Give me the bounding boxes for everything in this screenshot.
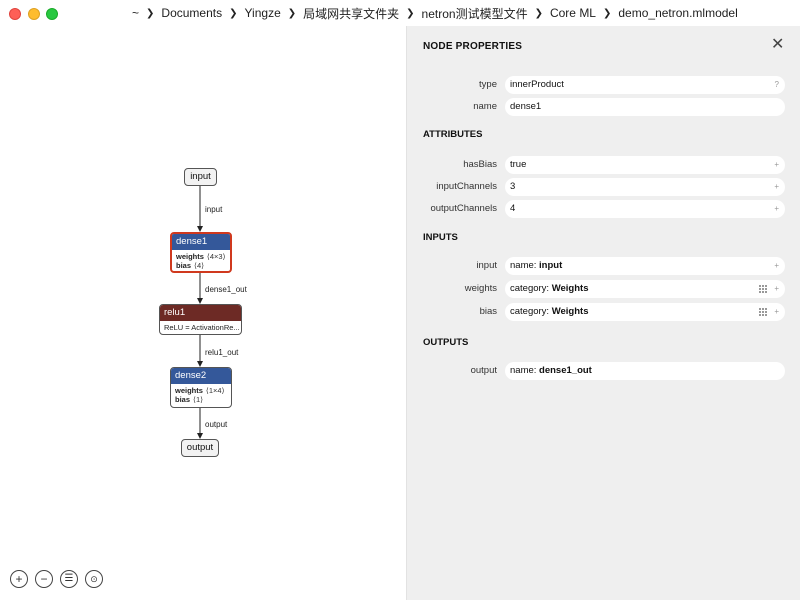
property-label: outputChannels (430, 203, 497, 214)
graph-node-dense2[interactable]: dense2 weights⟨1×4⟩ bias⟨1⟩ (170, 367, 232, 408)
attribute-row-hasbias: hasBias true+ (407, 156, 800, 174)
attr-name: weights (176, 252, 204, 261)
input-row-bias: bias category: Weights + (407, 303, 800, 321)
graph-node-relu1[interactable]: relu1 ReLU = ActivationRe... (159, 304, 242, 335)
expand-icon[interactable]: + (774, 307, 779, 316)
attr-shape: ⟨4×3⟩ (206, 252, 226, 261)
breadcrumb-item-documents[interactable]: Documents (161, 6, 223, 20)
property-label: bias (479, 306, 497, 317)
property-value[interactable]: name: input+ (505, 257, 785, 275)
property-row-type: type innerProduct? (407, 76, 800, 94)
property-value[interactable]: 3+ (505, 178, 785, 196)
node-header: dense1 (172, 234, 230, 250)
chevron-right-icon: ❯ (229, 7, 238, 19)
attr-name: bias (175, 395, 191, 404)
breadcrumb-item-coreml[interactable]: Core ML (549, 6, 596, 20)
graph-output-node[interactable]: output (181, 439, 219, 457)
zoom-toolbar: + − ☰ ⊙ (10, 570, 103, 588)
breadcrumb-item-yingze[interactable]: Yingze (244, 6, 281, 20)
attribute-row-inputchannels: inputChannels 3+ (407, 178, 800, 196)
property-label: input (476, 260, 497, 271)
attr-shape: ⟨1⟩ (193, 395, 204, 404)
chevron-right-icon: ❯ (146, 7, 155, 19)
list-icon[interactable]: ☰ (60, 570, 78, 588)
expand-icon[interactable]: + (774, 284, 779, 293)
property-value[interactable]: category: Weights + (505, 280, 785, 298)
breadcrumb: ~ ❯ Documents ❯ Yingze ❯ 局域网共享文件夹 ❯ netr… (130, 5, 740, 21)
chevron-right-icon: ❯ (406, 7, 415, 19)
help-icon[interactable]: ? (774, 80, 779, 89)
graph-canvas[interactable]: input input dense1 weights⟨4×3⟩ bias⟨4⟩ … (0, 26, 406, 600)
breadcrumb-item-netron-test[interactable]: netron测试模型文件 (421, 6, 528, 21)
property-label: inputChannels (436, 181, 497, 192)
property-label: output (470, 365, 497, 376)
edge-label-output: output (205, 420, 228, 429)
panel-title: NODE PROPERTIES (423, 41, 523, 52)
edge-label-relu1-out: relu1_out (205, 348, 239, 357)
breadcrumb-item-model-file[interactable]: demo_netron.mlmodel (618, 6, 738, 20)
zoom-out-icon[interactable]: − (35, 570, 53, 588)
zoom-in-icon[interactable]: + (10, 570, 28, 588)
property-value[interactable]: innerProduct? (505, 76, 785, 94)
outputs-header: OUTPUTS (423, 337, 469, 348)
attr-name: bias (176, 261, 192, 270)
graph-input-node[interactable]: input (184, 168, 217, 186)
property-row-name: name dense1 (407, 98, 800, 116)
output-row-output: output name: dense1_out (407, 362, 800, 380)
attr-shape: ⟨1×4⟩ (205, 386, 225, 395)
inputs-header: INPUTS (423, 232, 458, 243)
graph-node-dense1[interactable]: dense1 weights⟨4×3⟩ bias⟨4⟩ (170, 232, 232, 273)
property-value[interactable]: dense1 (505, 98, 785, 116)
property-value[interactable]: name: dense1_out (505, 362, 785, 380)
property-label: type (479, 79, 497, 90)
property-value[interactable]: true+ (505, 156, 785, 174)
node-header: dense2 (171, 368, 231, 384)
property-value[interactable]: 4+ (505, 200, 785, 218)
grid-icon[interactable] (759, 285, 767, 293)
property-label: weights (464, 283, 497, 294)
input-row-weights: weights category: Weights + (407, 280, 800, 298)
property-label: name (473, 101, 497, 112)
chevron-right-icon: ❯ (287, 7, 297, 19)
minimize-window-button[interactable] (28, 8, 40, 20)
expand-icon[interactable]: + (774, 160, 779, 169)
center-icon[interactable]: ⊙ (85, 570, 103, 588)
close-icon[interactable]: ✕ (771, 36, 785, 53)
edge-label-dense1-out: dense1_out (205, 285, 247, 294)
property-label: hasBias (463, 159, 497, 170)
expand-icon[interactable]: + (774, 261, 779, 270)
expand-icon[interactable]: + (774, 204, 779, 213)
title-bar: ~ ❯ Documents ❯ Yingze ❯ 局域网共享文件夹 ❯ netr… (0, 0, 800, 26)
attr-name: weights (175, 386, 203, 395)
property-value[interactable]: category: Weights + (505, 303, 785, 321)
edge-label-input: input (205, 205, 223, 214)
chevron-right-icon: ❯ (602, 7, 612, 19)
node-body: weights⟨1×4⟩ bias⟨1⟩ (171, 384, 231, 406)
breadcrumb-item-shared-folder[interactable]: 局域网共享文件夹 (303, 6, 400, 21)
fullscreen-window-button[interactable] (46, 8, 58, 20)
close-window-button[interactable] (9, 8, 21, 20)
attribute-row-outputchannels: outputChannels 4+ (407, 200, 800, 218)
node-properties-panel: NODE PROPERTIES ✕ type innerProduct? nam… (406, 26, 800, 600)
node-header: relu1 (160, 305, 241, 321)
input-row-input: input name: input+ (407, 257, 800, 275)
attributes-header: ATTRIBUTES (423, 129, 483, 140)
graph-edges (197, 185, 203, 439)
node-body: weights⟨4×3⟩ bias⟨4⟩ (172, 250, 230, 271)
chevron-right-icon: ❯ (534, 7, 543, 19)
attr-shape: ⟨4⟩ (194, 261, 205, 270)
grid-icon[interactable] (759, 308, 767, 316)
expand-icon[interactable]: + (774, 182, 779, 191)
breadcrumb-item-home[interactable]: ~ (132, 6, 140, 20)
node-body: ReLU = ActivationRe... (164, 323, 240, 332)
